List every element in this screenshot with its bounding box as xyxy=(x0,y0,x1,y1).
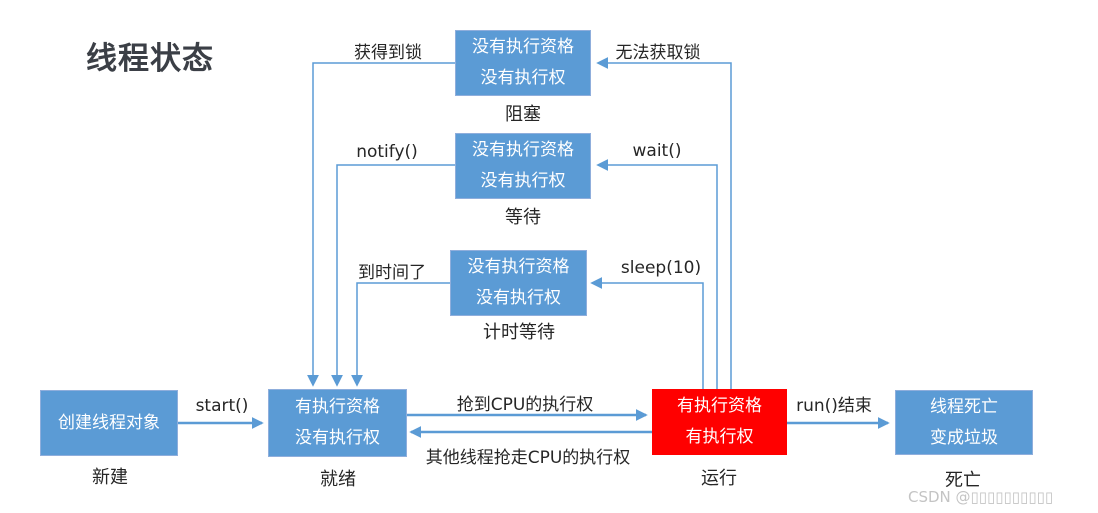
arrow-notify xyxy=(331,164,455,387)
transition-label-time-up: 到时间了 xyxy=(358,263,426,283)
state-box-running: 有执行资格 有执行权 xyxy=(652,389,787,455)
state-box-timed-waiting: 没有执行资格 没有执行权 xyxy=(450,250,587,316)
state-box-waiting: 没有执行资格 没有执行权 xyxy=(455,133,591,199)
state-box-blocked-line2: 没有执行权 xyxy=(480,68,566,88)
watermark: CSDN @▯▯▯▯▯▯▯▯▯▯ xyxy=(908,488,1054,506)
arrow-wait xyxy=(596,159,718,389)
state-box-blocked-line1: 没有执行资格 xyxy=(472,37,574,57)
state-box-timed-waiting-line1: 没有执行资格 xyxy=(467,257,570,277)
transition-label-run-end: run()结束 xyxy=(796,396,872,416)
state-box-new: 创建线程对象 xyxy=(40,390,178,456)
transition-label-notify: notify() xyxy=(356,142,418,162)
state-box-dead-line2: 变成垃圾 xyxy=(930,427,998,448)
transition-label-cannot-get-lock: 无法获取锁 xyxy=(615,43,701,63)
state-box-new-line1: 创建线程对象 xyxy=(58,412,160,433)
state-label-blocked: 阻塞 xyxy=(505,104,541,125)
state-box-dead-line1: 线程死亡 xyxy=(930,396,998,417)
transition-label-got-lock: 获得到锁 xyxy=(354,43,422,63)
state-box-running-line1: 有执行资格 xyxy=(677,396,762,416)
state-box-ready: 有执行资格 没有执行权 xyxy=(268,389,407,457)
state-label-ready: 就绪 xyxy=(320,469,356,490)
arrow-got-lock xyxy=(307,62,455,387)
arrow-cannot-get-lock xyxy=(596,57,732,389)
transition-label-start: start() xyxy=(195,396,249,416)
state-label-waiting: 等待 xyxy=(505,207,541,228)
state-box-blocked: 没有执行资格 没有执行权 xyxy=(455,30,591,96)
state-label-dead: 死亡 xyxy=(945,470,981,491)
state-box-dead: 线程死亡 变成垃圾 xyxy=(895,390,1033,455)
state-label-timed-waiting: 计时等待 xyxy=(483,322,555,343)
state-label-running: 运行 xyxy=(701,468,737,489)
transition-label-sleep: sleep(10) xyxy=(620,258,702,278)
state-box-ready-line2: 没有执行权 xyxy=(295,428,380,448)
transition-label-wait: wait() xyxy=(632,141,682,161)
state-box-ready-line1: 有执行资格 xyxy=(295,397,380,417)
arrow-time-up xyxy=(351,282,450,387)
state-box-waiting-line2: 没有执行权 xyxy=(480,171,566,191)
state-box-timed-waiting-line2: 没有执行权 xyxy=(476,288,561,308)
state-box-running-line2: 有执行权 xyxy=(685,427,754,447)
arrow-sleep xyxy=(590,277,704,389)
state-box-waiting-line1: 没有执行资格 xyxy=(472,140,574,160)
page-title: 线程状态 xyxy=(86,41,214,77)
transition-label-lose-cpu: 其他线程抢走CPU的执行权 xyxy=(425,448,631,468)
transition-label-grab-cpu: 抢到CPU的执行权 xyxy=(456,395,594,415)
state-label-new: 新建 xyxy=(92,467,128,488)
